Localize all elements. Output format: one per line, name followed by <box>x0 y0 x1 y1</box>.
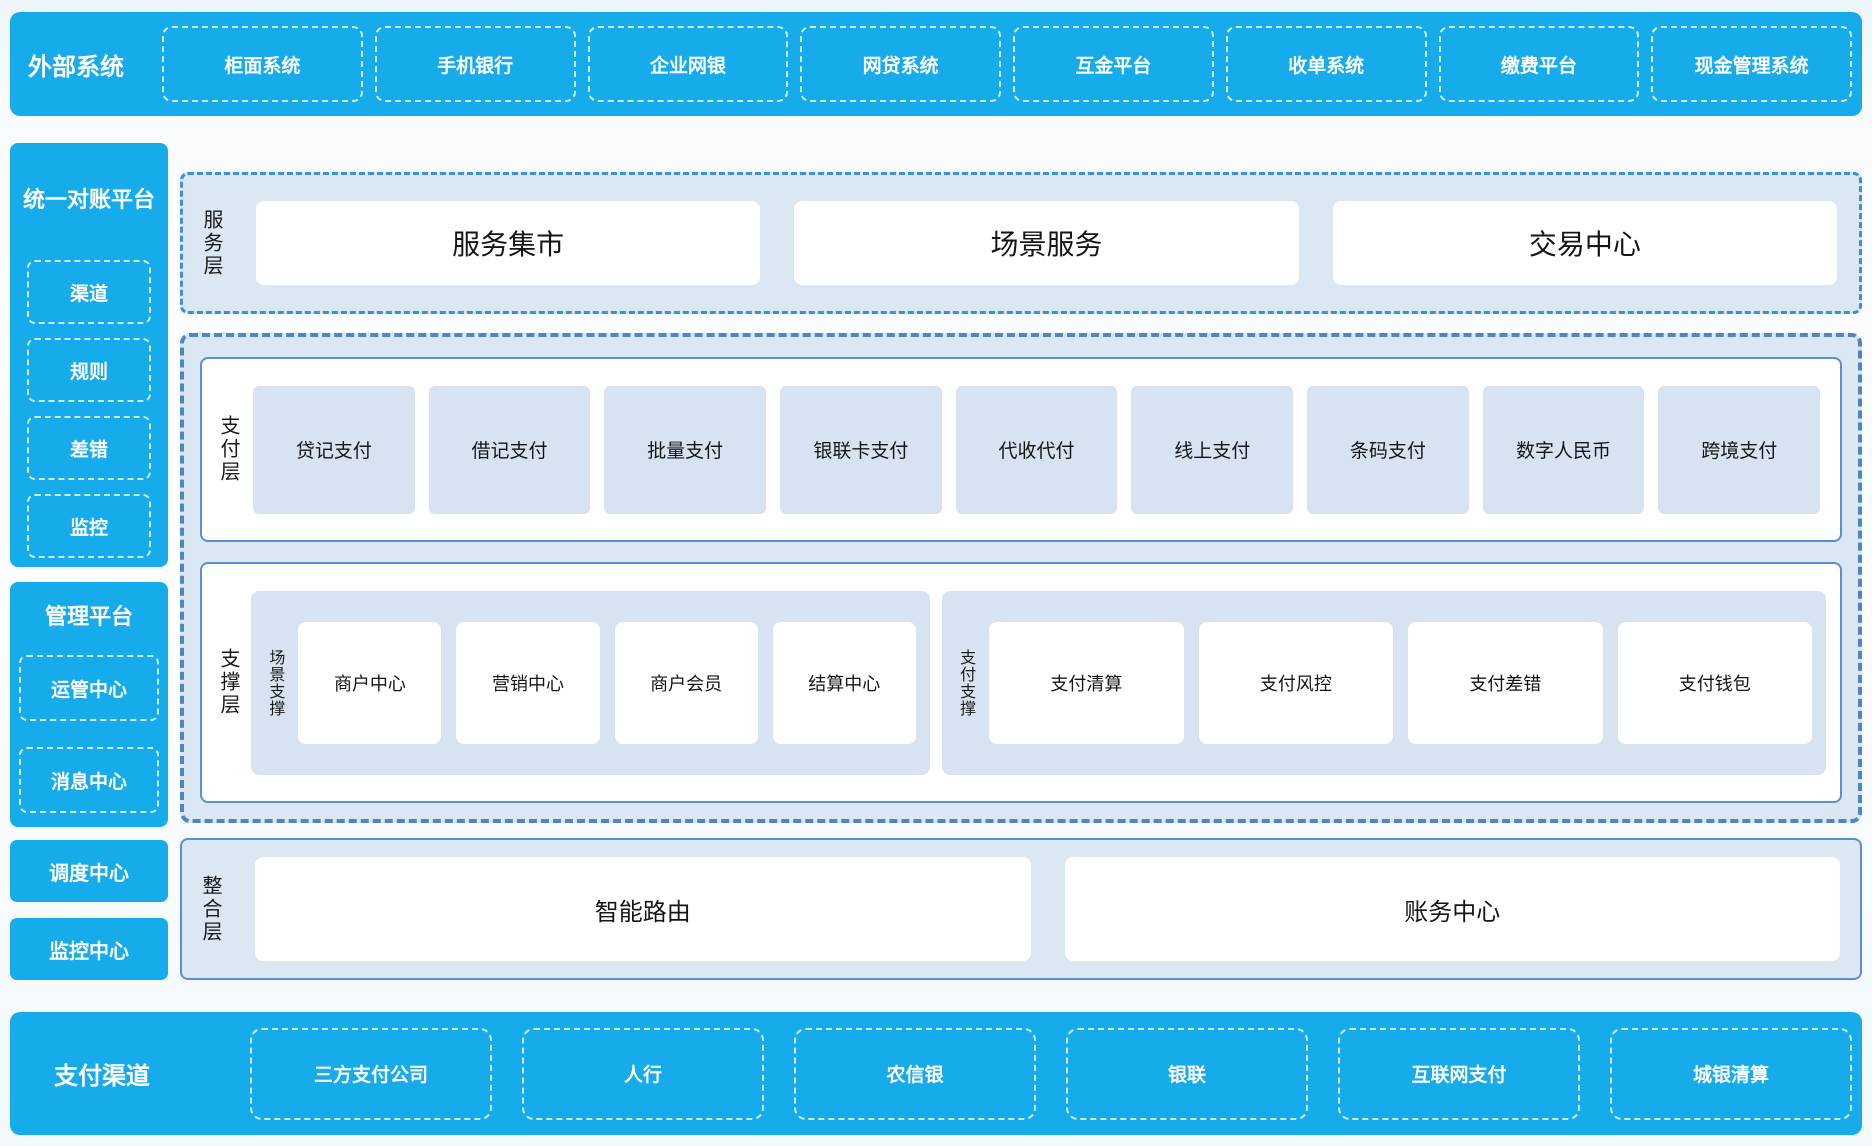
payment-support-label: 支付支撑 <box>957 648 975 717</box>
scene-support-node: 商户中心 <box>298 621 442 744</box>
management-platform-block: 管理平台 运管中心 消息中心 <box>10 582 168 827</box>
payment-node: 借记支付 <box>428 385 591 514</box>
payment-support-node: 支付清算 <box>989 621 1184 744</box>
service-node: 场景服务 <box>794 201 1299 285</box>
payment-channel-node: 城银清算 <box>1610 1027 1852 1120</box>
payment-support-node: 支付风控 <box>1198 621 1394 744</box>
reconciliation-platform-title: 统一对账平台 <box>22 187 155 212</box>
integration-node: 智能路由 <box>255 857 1031 961</box>
payment-channel-node: 农信银 <box>794 1027 1036 1120</box>
external-system-node: 收单系统 <box>1225 26 1427 102</box>
external-system-node: 缴费平台 <box>1438 26 1640 102</box>
external-systems-title: 外部系统 <box>28 53 124 81</box>
service-layer-label: 服务层 <box>200 208 222 278</box>
management-node: 消息中心 <box>19 747 159 813</box>
reconciliation-node: 渠道 <box>27 260 151 324</box>
payment-node: 代收代付 <box>955 385 1118 514</box>
payment-support-panel: 支付支撑 支付清算 支付风控 支付差错 支付钱包 <box>941 590 1826 775</box>
reconciliation-node: 规则 <box>27 338 151 402</box>
payment-support-node: 支付钱包 <box>1617 621 1813 744</box>
payment-channel-node: 人行 <box>522 1027 764 1120</box>
external-systems-bar: 外部系统 柜面系统 手机银行 企业网银 网贷系统 互金平台 收单系统 缴费平台 … <box>10 12 1862 116</box>
scene-support-panel: 场景支撑 商户中心 营销中心 商户会员 结算中心 <box>251 590 930 775</box>
payment-support-node: 支付差错 <box>1408 621 1603 744</box>
payment-node: 线上支付 <box>1131 385 1294 514</box>
monitor-center-block: 监控中心 <box>10 918 168 980</box>
external-system-node: 企业网银 <box>587 26 789 102</box>
external-system-node: 手机银行 <box>374 26 576 102</box>
scene-support-node: 商户会员 <box>614 621 758 744</box>
payment-node: 贷记支付 <box>253 385 415 514</box>
reconciliation-node: 差错 <box>27 416 151 480</box>
external-system-node: 现金管理系统 <box>1651 26 1852 102</box>
integration-layer: 整合层 智能路由 账务中心 <box>180 838 1862 980</box>
external-system-node: 互金平台 <box>1013 26 1214 102</box>
dispatch-center-block: 调度中心 <box>10 840 168 902</box>
external-system-node: 网贷系统 <box>800 26 1001 102</box>
service-node: 服务集市 <box>256 201 761 285</box>
payment-node: 数字人民币 <box>1482 385 1645 514</box>
scene-support-node: 结算中心 <box>772 621 916 744</box>
reconciliation-platform-block: 统一对账平台 渠道 规则 差错 监控 <box>10 143 168 567</box>
support-layer: 支撑层 场景支撑 商户中心 营销中心 商户会员 结算中心 支付支撑 支付清算 支… <box>200 562 1842 803</box>
payment-layer-label: 支付层 <box>217 415 239 484</box>
integration-node: 账务中心 <box>1064 857 1840 961</box>
integration-layer-label: 整合层 <box>199 874 221 944</box>
payment-node: 银联卡支付 <box>780 385 942 514</box>
payment-channel-node: 银联 <box>1066 1027 1308 1120</box>
service-layer: 服务层 服务集市 场景服务 交易中心 <box>180 172 1862 314</box>
service-node: 交易中心 <box>1332 201 1837 285</box>
payment-channel-node: 互联网支付 <box>1338 1027 1580 1120</box>
core-layers-container: 支付层 贷记支付 借记支付 批量支付 银联卡支付 代收代付 线上支付 条码支付 … <box>180 333 1862 823</box>
payment-layer: 支付层 贷记支付 借记支付 批量支付 银联卡支付 代收代付 线上支付 条码支付 … <box>200 357 1842 542</box>
reconciliation-node: 监控 <box>27 494 151 558</box>
scene-support-label: 场景支撑 <box>266 648 284 717</box>
payment-node: 条码支付 <box>1307 385 1469 514</box>
payment-channel-node: 三方支付公司 <box>250 1027 492 1120</box>
payment-node: 跨境支付 <box>1658 385 1821 514</box>
payment-channels-bar: 支付渠道 三方支付公司 人行 农信银 银联 互联网支付 城银清算 <box>10 1012 1862 1135</box>
payment-node: 批量支付 <box>604 385 767 514</box>
management-platform-title: 管理平台 <box>44 604 133 629</box>
scene-support-node: 营销中心 <box>456 621 600 744</box>
external-systems-items: 柜面系统 手机银行 企业网银 网贷系统 互金平台 收单系统 缴费平台 现金管理系… <box>162 26 1852 102</box>
support-layer-label: 支撑层 <box>217 648 239 717</box>
management-node: 运管中心 <box>19 655 159 721</box>
payment-channels-title: 支付渠道 <box>54 1063 150 1090</box>
external-system-node: 柜面系统 <box>162 26 363 102</box>
payment-channels-items: 三方支付公司 人行 农信银 银联 互联网支付 城银清算 <box>250 1027 1852 1120</box>
